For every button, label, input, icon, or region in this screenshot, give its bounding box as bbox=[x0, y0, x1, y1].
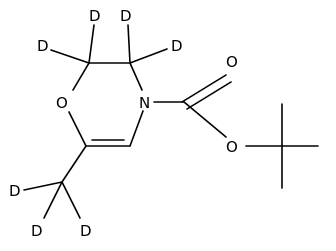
label-ester-oxygen: O bbox=[226, 138, 238, 156]
bond-cd3-d-bottom-left bbox=[43, 181, 63, 219]
label-ring-nitrogen: N bbox=[139, 94, 150, 112]
label-d-methyl-bottom-left: D bbox=[31, 222, 43, 240]
bond-c2-d-left bbox=[50, 49, 90, 64]
bond-c3-d-top bbox=[127, 24, 131, 64]
bond-c2-o1 bbox=[72, 62, 90, 91]
bond-o1-c6 bbox=[68, 111, 87, 147]
bond-c3-d-right bbox=[129, 48, 168, 64]
label-ring-oxygen: O bbox=[56, 94, 68, 112]
label-d-methyl-bottom-right: D bbox=[80, 222, 92, 240]
bond-c3-n4 bbox=[129, 62, 143, 91]
label-d-methyl-left: D bbox=[9, 182, 21, 200]
bond-cd3-d-left bbox=[23, 181, 63, 191]
bond-carbonyl-double-a bbox=[181, 74, 227, 103]
label-d-c2-top: D bbox=[89, 7, 101, 25]
label-d-c2-left: D bbox=[37, 37, 49, 55]
bond-c2-d-top bbox=[88, 24, 95, 64]
bond-carbonyl-double-b bbox=[186, 81, 232, 110]
bond-cd3-d-bottom-right bbox=[61, 181, 81, 219]
bond-n4-c5 bbox=[129, 110, 144, 147]
bond-c6-cd3 bbox=[61, 145, 87, 183]
label-d-c3-top: D bbox=[120, 7, 132, 25]
label-d-c3-right: D bbox=[171, 37, 183, 55]
bond-carbonyl-c-ester-o bbox=[183, 101, 227, 138]
label-carbonyl-oxygen: O bbox=[226, 53, 238, 71]
